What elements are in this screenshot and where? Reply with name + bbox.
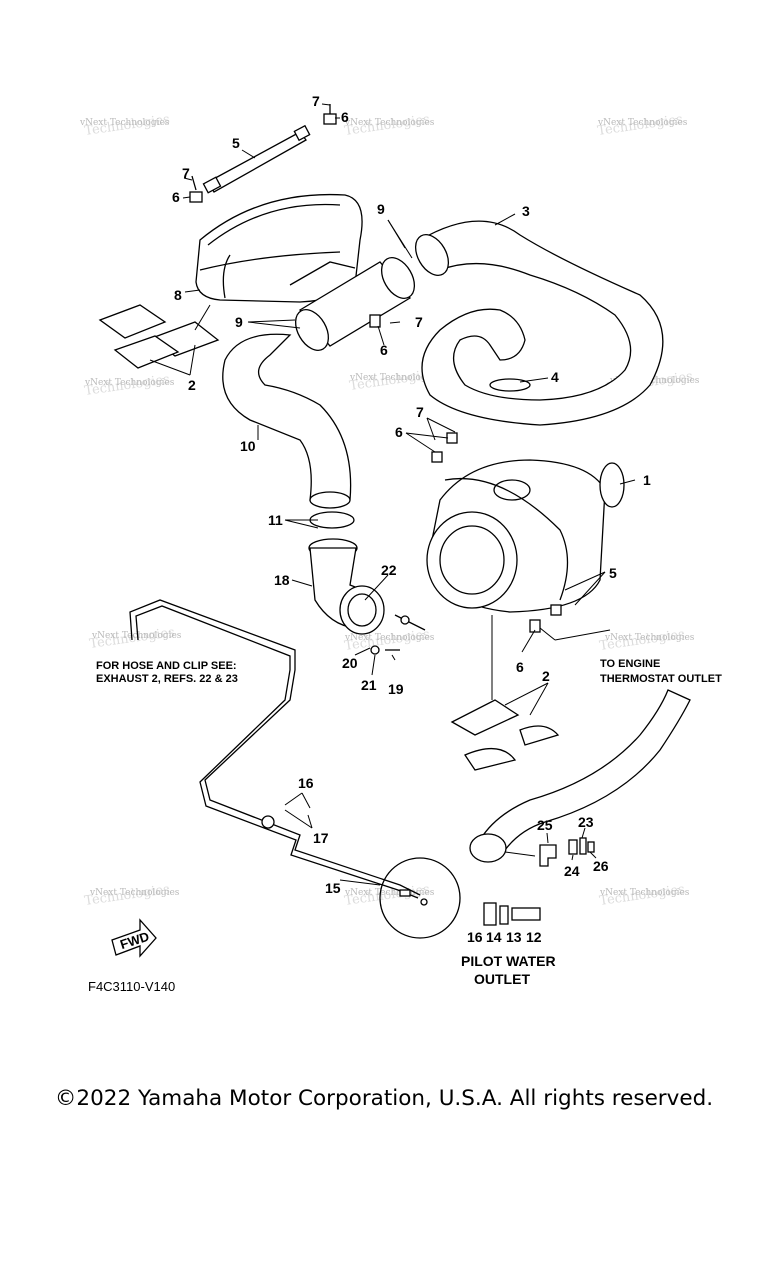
- callout-9: 9: [235, 314, 243, 330]
- watermark: vNext Technologies: [344, 888, 435, 898]
- bolt-nut-part: [189, 104, 337, 203]
- callout-2: 2: [188, 377, 196, 393]
- bolt-nut-part: [369, 314, 562, 633]
- callout-22: 22: [381, 562, 397, 578]
- water-lock-canister-part: [426, 459, 625, 613]
- callout-21: 21: [361, 677, 377, 693]
- fitting-part: [483, 837, 595, 926]
- thermostat-hose-part: [469, 689, 691, 863]
- watermark: vNext Technologies: [79, 118, 170, 128]
- callout-20: 20: [342, 655, 358, 671]
- callout-15: 15: [325, 880, 341, 896]
- callout-17: 17: [313, 830, 329, 846]
- callout-16: 16: [467, 929, 483, 945]
- callout-12: 12: [526, 929, 542, 945]
- callout-6: 6: [395, 424, 403, 440]
- callout-19: 19: [388, 681, 404, 697]
- callout-24: 24: [564, 863, 580, 879]
- callout-11: 11: [268, 512, 283, 528]
- elbow-part: [308, 511, 385, 635]
- callout-6: 6: [341, 109, 349, 125]
- strap-part: [202, 124, 311, 194]
- exhaust-loop-pipe-part: [414, 220, 664, 426]
- watermark: vNext Technologies: [91, 631, 182, 641]
- muffler-box-part: [195, 193, 363, 303]
- callout-5: 5: [232, 135, 240, 151]
- pad-part: [98, 304, 220, 369]
- watermark: vNext Technologies: [349, 373, 440, 383]
- callout-5: 5: [609, 565, 617, 581]
- watermark: vNext Technologies: [84, 378, 175, 388]
- callouts: 7 6 5 7 6 8 9 3 9 7 6 2 4 7 10 6 1 11 22…: [172, 93, 651, 945]
- callout-7: 7: [415, 314, 423, 330]
- callout-6: 6: [380, 342, 388, 358]
- water-hose-part: [129, 599, 421, 899]
- watermark: vNext Technologies: [609, 376, 700, 386]
- callout-18: 18: [274, 572, 290, 588]
- callout-7: 7: [182, 165, 190, 181]
- callout-9: 9: [377, 201, 385, 217]
- callout-6: 6: [516, 659, 524, 675]
- watermark: vNext Technologies: [597, 118, 688, 128]
- callout-3: 3: [522, 203, 530, 219]
- copyright-notice: ©2022 Yamaha Motor Corporation, U.S.A. A…: [54, 1086, 714, 1111]
- detail-circle: [379, 857, 461, 939]
- hose-clip-note: EXHAUST 2, REFS. 22 & 23: [96, 673, 238, 685]
- callout-7: 7: [416, 404, 424, 420]
- callout-25: 25: [537, 817, 553, 833]
- pilot-water-label: OUTLET: [474, 971, 530, 987]
- callout-6: 6: [172, 189, 180, 205]
- forward-arrow-icon: FWD: [111, 918, 157, 958]
- callout-23: 23: [578, 814, 594, 830]
- callout-10: 10: [240, 438, 256, 454]
- callout-1: 1: [643, 472, 651, 488]
- notes: FOR HOSE AND CLIP SEE: EXHAUST 2, REFS. …: [88, 658, 722, 994]
- diagram-ref-code: F4C3110-V140: [88, 979, 175, 994]
- pad-part: [450, 699, 560, 771]
- callout-2: 2: [542, 668, 550, 684]
- engine-note: TO ENGINE: [600, 658, 660, 670]
- engine-note: THERMOSTAT OUTLET: [600, 673, 722, 685]
- watermark: vNext Technologies: [344, 118, 435, 128]
- watermark: vNext Technologies: [599, 888, 690, 898]
- hose-clip-note: FOR HOSE AND CLIP SEE:: [96, 660, 237, 672]
- callout-4: 4: [551, 369, 559, 385]
- callout-13: 13: [506, 929, 522, 945]
- callout-26: 26: [593, 858, 609, 874]
- watermark: vNext Technologies: [344, 633, 435, 643]
- callout-16: 16: [298, 775, 314, 791]
- callout-7: 7: [312, 93, 320, 109]
- leader-lines: [149, 103, 636, 886]
- watermark: vNext Technologies: [89, 888, 180, 898]
- callout-14: 14: [486, 929, 502, 945]
- pilot-water-label: PILOT WATER: [461, 953, 556, 969]
- hose-part: [222, 257, 416, 509]
- callout-8: 8: [174, 287, 182, 303]
- watermark: vNext Technologies: [604, 633, 695, 643]
- bolt-nut-part: [370, 614, 426, 655]
